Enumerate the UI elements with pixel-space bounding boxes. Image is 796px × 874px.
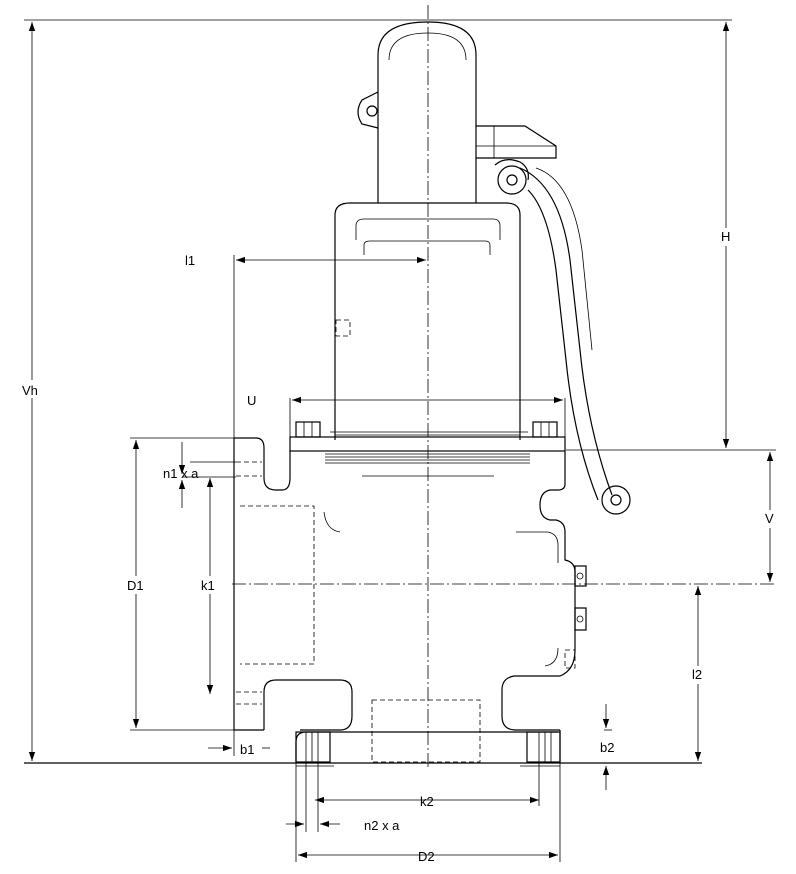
label-vh: Vh — [22, 383, 38, 398]
label-n1a: n1 x a — [163, 466, 199, 481]
valve-body — [233, 437, 587, 763]
label-l2: l2 — [692, 667, 702, 682]
label-u: U — [247, 393, 256, 408]
label-h: H — [721, 229, 730, 244]
label-k2: k2 — [420, 794, 434, 809]
label-l1: l1 — [185, 253, 195, 268]
valve-cap — [357, 21, 477, 203]
inlet-flange — [295, 731, 561, 763]
lifting-lever — [476, 125, 631, 515]
body-flange — [289, 421, 566, 477]
label-d2: D2 — [418, 849, 435, 864]
label-v: V — [765, 511, 774, 526]
extension-lines — [24, 19, 776, 862]
label-b1: b1 — [240, 742, 254, 757]
label-d1: D1 — [127, 578, 144, 593]
valve-bonnet — [334, 202, 521, 440]
label-k1: k1 — [201, 578, 215, 593]
dimension-labels: Vh H V l2 l1 U D1 k1 n1 x a b1 b2 k2 n2 … — [22, 228, 778, 864]
label-b2: b2 — [600, 740, 614, 755]
label-n2a: n2 x a — [364, 818, 400, 833]
